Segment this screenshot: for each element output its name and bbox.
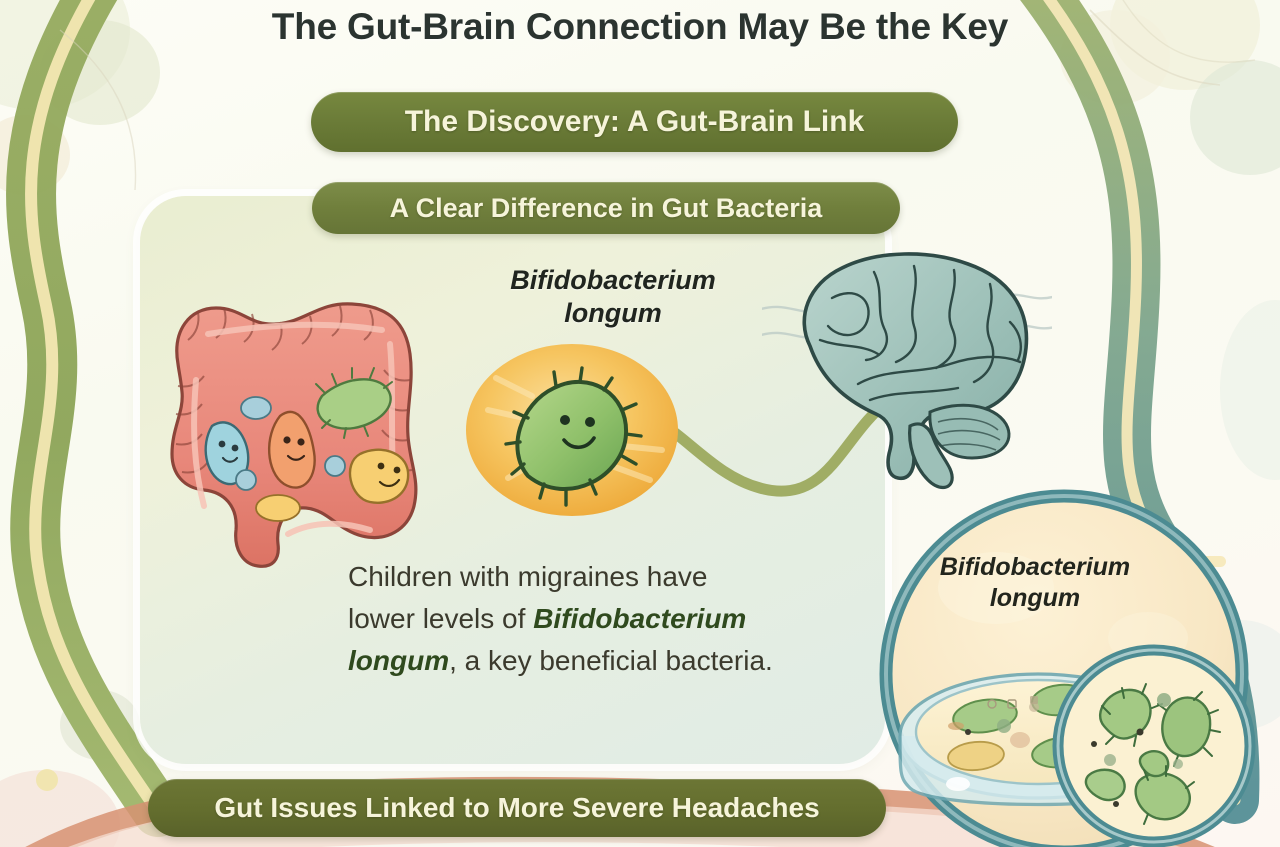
center-species-line1: Bifidobacterium <box>510 265 716 295</box>
petri-dish-icon <box>879 489 1256 847</box>
center-species-line2: longum <box>564 298 662 328</box>
dish-species-line1: Bifidobacterium <box>939 553 1131 581</box>
magnifier-icon <box>1052 644 1256 847</box>
body-species: Bifidobacterium longum <box>348 603 747 676</box>
intestine-icon <box>170 302 418 568</box>
banner-bottom: Gut Issues Linked to More Severe Headach… <box>148 779 886 837</box>
body-part1: Children with migraines have lower level… <box>348 561 708 634</box>
body-part2: , a key beneficial bacteria. <box>449 645 773 676</box>
brain-icon <box>762 252 1052 490</box>
page-title: The Gut-Brain Connection May Be the Key <box>271 6 1009 47</box>
dish-species-line2: longum <box>989 584 1081 612</box>
bacterium-icon <box>466 344 678 516</box>
banner-difference: A Clear Difference in Gut Bacteria <box>312 182 900 234</box>
body-paragraph: Children with migraines have lower level… <box>348 556 778 682</box>
center-species-label: Bifidobacterium longum <box>468 264 758 330</box>
banner-discovery: The Discovery: A Gut-Brain Link <box>311 92 958 152</box>
dish-species-label: Bifidobacterium longum <box>890 552 1180 614</box>
